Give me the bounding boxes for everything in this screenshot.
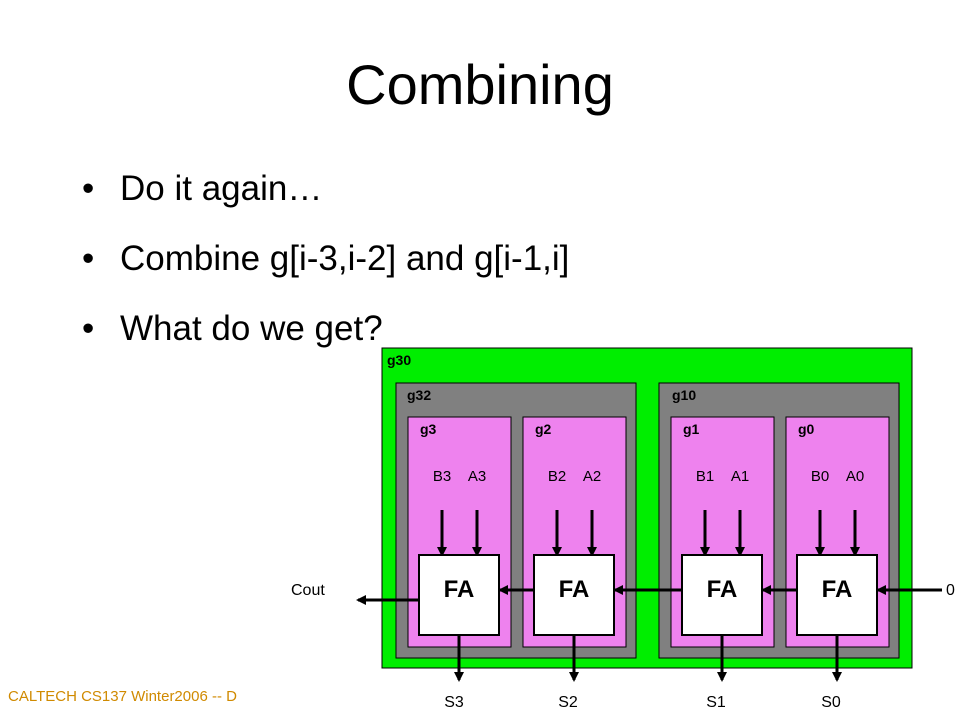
full-adder-block bbox=[681, 554, 763, 636]
carry-in-label: 0 bbox=[946, 582, 955, 599]
full-adder-label: FA bbox=[444, 576, 475, 603]
full-adder-label: FA bbox=[707, 576, 738, 603]
input-b-label: B3 bbox=[433, 468, 451, 485]
slide-title: Combining bbox=[346, 53, 614, 116]
input-a-label: A0 bbox=[846, 468, 864, 485]
sum-arrows bbox=[454, 635, 842, 682]
full-adder-block bbox=[796, 554, 878, 636]
cell-g3-label: g3 bbox=[420, 421, 437, 437]
bullet-list: Do it again… Combine g[i-3,i-2] and g[i-… bbox=[82, 168, 569, 378]
full-adder-block bbox=[418, 554, 500, 636]
group-g32-label: g32 bbox=[407, 387, 431, 403]
carry-arrows bbox=[356, 585, 942, 605]
input-a-label: A2 bbox=[583, 468, 601, 485]
input-a-label: A1 bbox=[731, 468, 749, 485]
carry-out-label: Cout bbox=[291, 582, 325, 599]
sum-output-label: S0 bbox=[821, 694, 841, 711]
input-arrows bbox=[437, 510, 860, 557]
bullet-item: Do it again… bbox=[82, 168, 569, 238]
footer-text: CALTECH CS137 Winter2006 -- D bbox=[8, 688, 237, 705]
input-a-label: A3 bbox=[468, 468, 486, 485]
cell-g0-label: g0 bbox=[798, 421, 815, 437]
group-g30-label: g30 bbox=[387, 352, 411, 368]
input-b-label: B1 bbox=[696, 468, 714, 485]
sum-output-label: S3 bbox=[444, 694, 464, 711]
cell-g1-label: g1 bbox=[683, 421, 700, 437]
full-adder-label: FA bbox=[559, 576, 590, 603]
group-g10-label: g10 bbox=[672, 387, 696, 403]
input-b-label: B0 bbox=[811, 468, 829, 485]
cell-g2-label: g2 bbox=[535, 421, 552, 437]
full-adder-block bbox=[533, 554, 615, 636]
sum-output-label: S1 bbox=[706, 694, 726, 711]
bullet-item: Combine g[i-3,i-2] and g[i-1,i] bbox=[82, 238, 569, 308]
bullet-item: What do we get? bbox=[82, 308, 569, 378]
sum-output-label: S2 bbox=[558, 694, 578, 711]
full-adder-label: FA bbox=[822, 576, 853, 603]
input-b-label: B2 bbox=[548, 468, 566, 485]
